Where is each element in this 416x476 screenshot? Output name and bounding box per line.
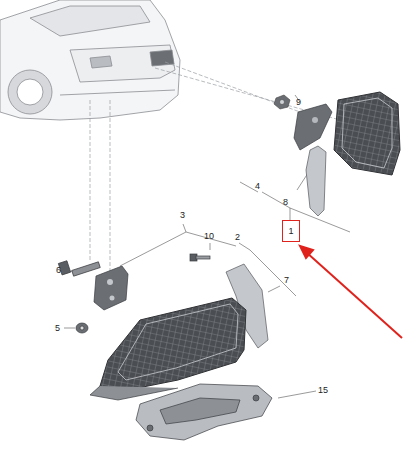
callout-number: 1	[288, 226, 293, 236]
callout-number: 7	[284, 275, 289, 285]
callout-number: 5	[55, 323, 60, 333]
callout-number: 2	[235, 232, 240, 242]
highlight-box: 1	[282, 220, 300, 242]
callout-number: 8	[283, 197, 288, 207]
callout-number: 4	[255, 181, 260, 191]
callout-number: 10	[204, 231, 214, 241]
callout-number: 3	[180, 210, 185, 220]
callout-number: 9	[296, 97, 301, 107]
callout-number: 6	[56, 265, 61, 275]
callout-number: 15	[318, 385, 328, 395]
